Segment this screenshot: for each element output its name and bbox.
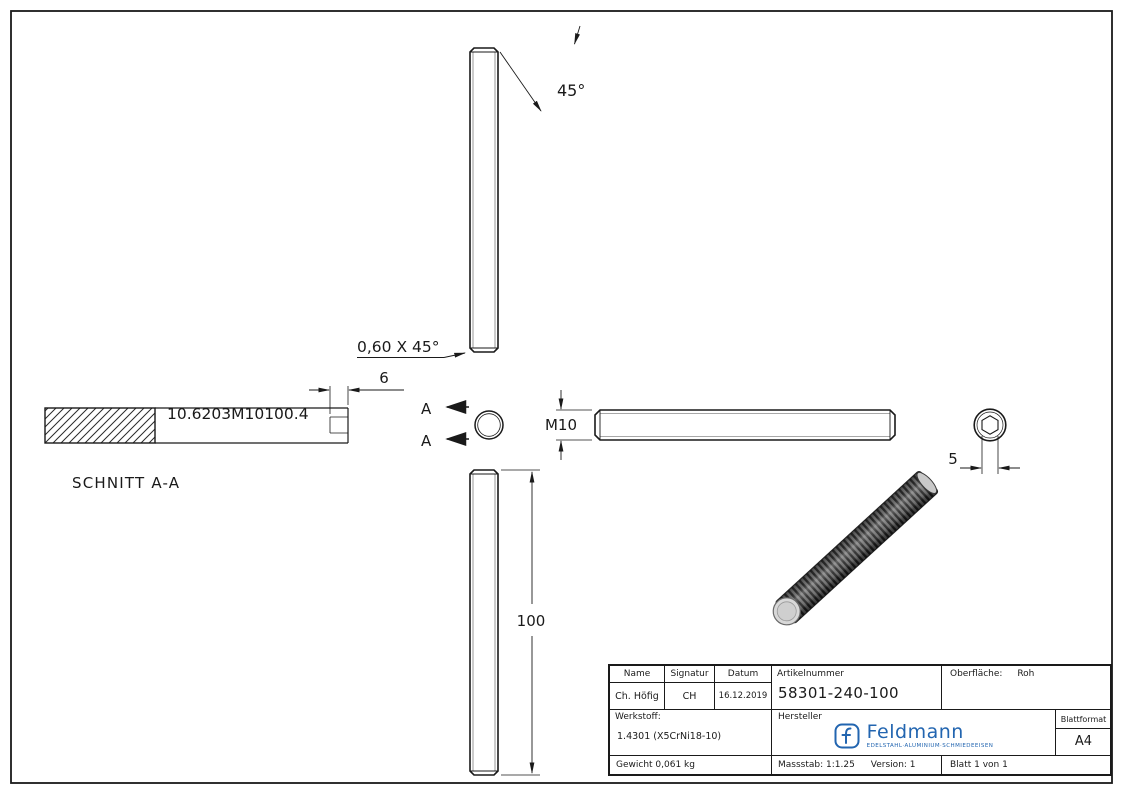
brand-tagline: EDELSTAHL·ALUMINIUM·SCHMIEDEEISEN bbox=[866, 743, 994, 749]
tb-value-name: Ch. Höfig bbox=[610, 683, 665, 710]
title-block: Name Signatur Datum Ch. Höfig CH 16.12.2… bbox=[608, 664, 1112, 776]
tb-blattformat-value: A4 bbox=[1074, 734, 1093, 749]
hatch-area bbox=[44, 407, 156, 444]
tb-value-datum: 16.12.2019 bbox=[715, 683, 772, 710]
leader-arrow bbox=[443, 352, 466, 358]
tb-blattformat-cell: Blattformat A4 bbox=[1056, 710, 1111, 756]
tb-werkstoff-value: 1.4301 (X5CrNi18-10) bbox=[617, 731, 722, 742]
feldmann-logo-icon bbox=[834, 723, 860, 749]
isometric-view bbox=[772, 470, 939, 626]
socket-depth-dimension: 6 bbox=[309, 369, 404, 414]
section-cut-arrows: A A bbox=[421, 400, 469, 450]
thread-minor-circle bbox=[477, 413, 501, 437]
section-arrow-letter-top: A bbox=[421, 400, 432, 418]
thread-minor-circle bbox=[976, 411, 1004, 439]
thread-size-label: M10 bbox=[545, 416, 577, 434]
brand-name: Feldmann bbox=[866, 721, 964, 743]
tb-massstab: Massstab: 1:1.25 bbox=[778, 760, 855, 770]
outer-diameter-circle bbox=[474, 410, 504, 440]
tb-header-datum: Datum bbox=[715, 666, 772, 683]
dimension-arrow bbox=[574, 25, 581, 45]
tb-hersteller-cell: Hersteller Feldmann EDELSTAHL·ALUMINIUM·… bbox=[772, 710, 1056, 756]
tb-werkstoff-label: Werkstoff: bbox=[615, 712, 661, 722]
tb-version: Version: 1 bbox=[870, 760, 916, 770]
length-label: 100 bbox=[517, 612, 546, 630]
chamfer-note-label: 0,60 X 45° bbox=[357, 338, 439, 356]
tb-header-oberflaeche: Oberfläche: bbox=[950, 669, 1003, 679]
rod-outline bbox=[594, 409, 896, 441]
rod-outline bbox=[469, 47, 499, 353]
section-title-label: SCHNITT A-A bbox=[72, 474, 180, 492]
tb-massstab-cell: Massstab: 1:1.25 Version: 1 bbox=[772, 756, 942, 774]
tb-header-name: Name bbox=[610, 666, 665, 683]
thread-dimension-m10: M10 bbox=[545, 390, 592, 460]
logo-text: Feldmann EDELSTAHL·ALUMINIUM·SCHMIEDEEIS… bbox=[866, 721, 994, 750]
tb-gewicht-cell: Gewicht 0,061 kg bbox=[610, 756, 772, 774]
side-view-horizontal-rod bbox=[594, 409, 896, 441]
socket-depth-label: 6 bbox=[379, 369, 389, 387]
section-arrow-letter-bottom: A bbox=[421, 432, 432, 450]
chamfer-note: 0,60 X 45° bbox=[357, 338, 466, 358]
tb-hersteller-label: Hersteller bbox=[778, 712, 822, 722]
tb-header-signatur: Signatur bbox=[665, 666, 715, 683]
tb-oberflaeche-value: Roh bbox=[1017, 669, 1035, 679]
section-view: 10.6203M10100.4 SCHNITT A-A bbox=[44, 405, 349, 492]
rod-outline bbox=[469, 469, 499, 776]
sheet-frame bbox=[10, 10, 1113, 784]
hex-socket bbox=[981, 415, 999, 435]
end-view-center bbox=[474, 410, 504, 440]
tb-werkstoff-cell: Werkstoff: 1.4301 (X5CrNi18-10) bbox=[610, 710, 772, 756]
rod-3d-shading bbox=[775, 471, 938, 623]
length-dimension-100: 100 bbox=[501, 469, 546, 776]
front-view-bottom-rod bbox=[469, 469, 499, 776]
tb-blatt-cell: Blatt 1 von 1 bbox=[950, 760, 1008, 770]
rod-3d-near-end-inner bbox=[776, 601, 797, 622]
tb-blattformat-label: Blattformat bbox=[1056, 710, 1111, 729]
tb-header-artikelnummer: Artikelnummer bbox=[777, 669, 844, 679]
front-view-top-rod bbox=[469, 47, 499, 353]
tb-value-signatur: CH bbox=[665, 683, 715, 710]
tb-oberflaeche-cell: Oberfläche: Roh bbox=[942, 666, 1111, 710]
section-dim-label: 10.6203M10100.4 bbox=[167, 405, 309, 423]
outer-diameter-circle bbox=[973, 408, 1007, 442]
tb-artikelnummer-value: 58301-240-100 bbox=[778, 684, 900, 702]
feldmann-logo: Feldmann EDELSTAHL·ALUMINIUM·SCHMIEDEEIS… bbox=[772, 723, 1055, 749]
end-view-hex-socket: 5 bbox=[948, 408, 1020, 474]
rod-3d-far-end bbox=[916, 471, 938, 494]
hex-width-label: 5 bbox=[948, 450, 958, 468]
tb-artikelnummer-cell: Artikelnummer 58301-240-100 bbox=[772, 666, 942, 710]
chamfer-angle-label: 45° bbox=[557, 81, 585, 100]
chamfer-angle-dimension: 45° bbox=[499, 25, 585, 112]
dimension-arrow bbox=[499, 51, 542, 112]
